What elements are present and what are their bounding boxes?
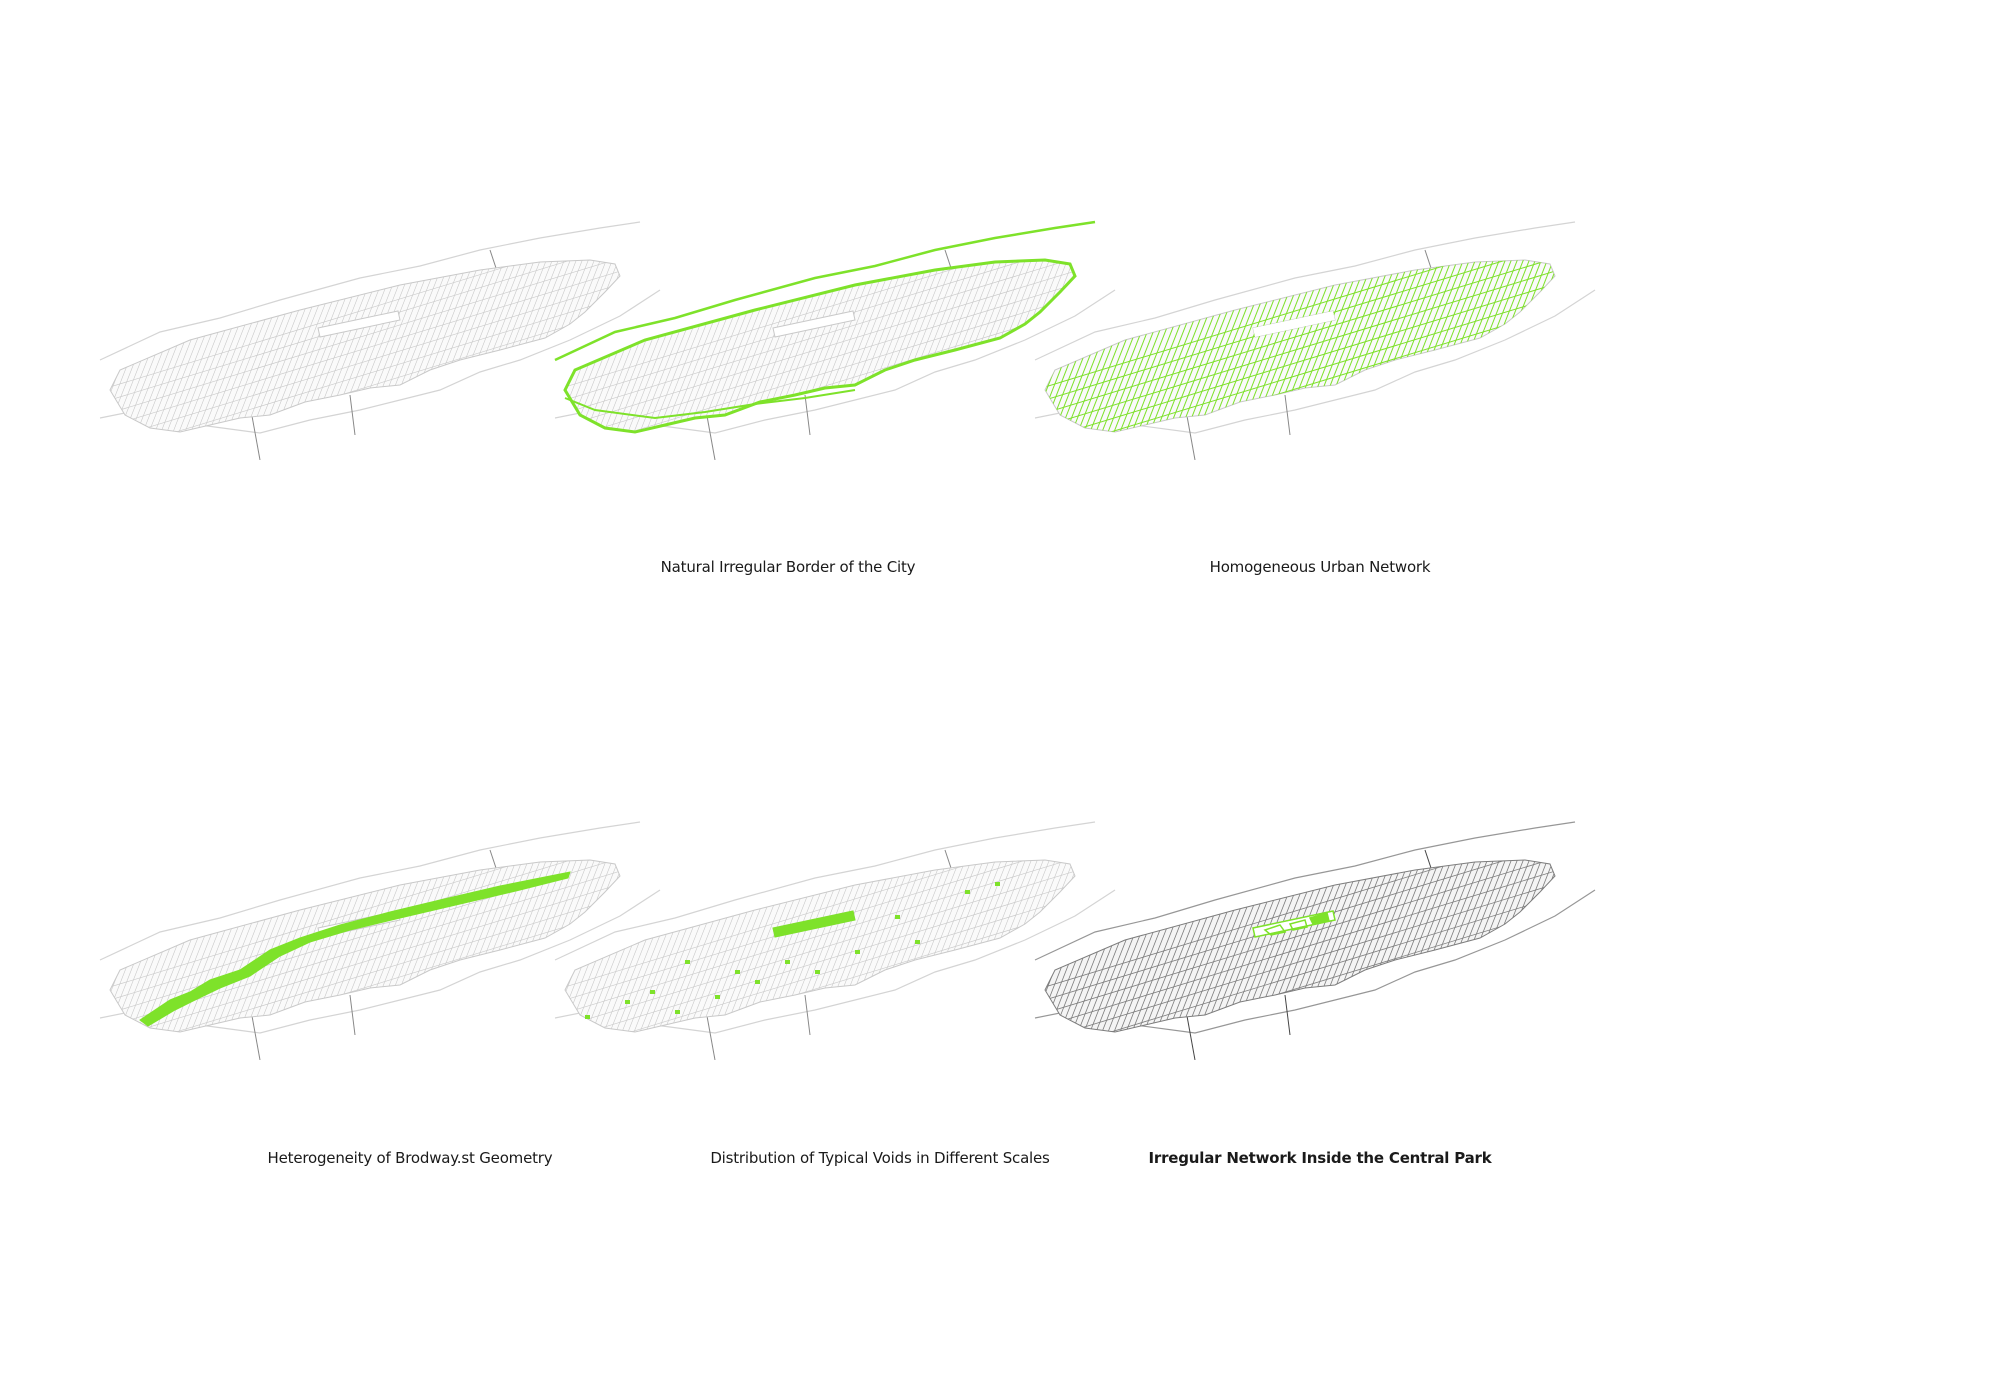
bridge-line xyxy=(804,994,811,1036)
island-outline xyxy=(1044,259,1556,433)
void-highlight xyxy=(715,995,720,999)
void-highlight-park xyxy=(772,910,856,938)
central-park-area xyxy=(317,310,401,338)
park-network-highlight xyxy=(1252,910,1336,938)
broadway-highlight xyxy=(139,871,571,1027)
shoreline-north xyxy=(99,821,641,961)
void-highlight xyxy=(685,960,690,964)
manhattan-map-typical-voids xyxy=(554,821,1116,1060)
shoreline-north xyxy=(1034,221,1576,361)
void-highlight xyxy=(815,970,820,974)
island-outline xyxy=(1044,859,1556,1033)
caption-typical-voids: Distribution of Typical Voids in Differe… xyxy=(710,1149,1050,1167)
map-drawing xyxy=(1034,821,1596,1060)
bridge-line xyxy=(349,394,356,436)
border-highlight xyxy=(564,389,856,420)
caption-irregular-border: Natural Irregular Border of the City xyxy=(660,558,916,576)
map-panel-typical-voids xyxy=(515,760,1155,1060)
bridge-line xyxy=(1284,394,1291,436)
void-highlight xyxy=(735,970,740,974)
manhattan-map-central-park-network xyxy=(1034,821,1596,1060)
shoreline-north xyxy=(1034,821,1576,961)
map-drawing xyxy=(1034,221,1596,460)
bridge-line xyxy=(804,394,811,436)
void-highlight xyxy=(585,1015,590,1019)
shoreline-north xyxy=(99,221,641,361)
map-panel-irregular-border xyxy=(515,160,1155,460)
void-highlight xyxy=(965,890,970,894)
caption-urban-network: Homogeneous Urban Network xyxy=(1209,558,1431,576)
void-highlight xyxy=(650,990,655,994)
border-highlight xyxy=(554,220,1096,362)
central-park-area xyxy=(772,310,856,338)
manhattan-map-broadway-geometry xyxy=(99,821,661,1060)
bridge-line xyxy=(349,994,356,1036)
void-highlight xyxy=(895,915,900,919)
map-panel-urban-network xyxy=(995,160,1635,460)
void-highlight xyxy=(855,950,860,954)
bridge-line xyxy=(1284,994,1291,1036)
void-highlight xyxy=(625,1000,630,1004)
caption-broadway-geometry: Heterogeneity of Brodway.st Geometry xyxy=(267,1149,553,1167)
caption-central-park-network: Irregular Network Inside the Central Par… xyxy=(1148,1149,1492,1167)
void-highlight xyxy=(755,980,760,984)
manhattan-map-urban-network xyxy=(1034,221,1596,460)
void-highlight xyxy=(675,1010,680,1014)
void-highlight xyxy=(785,960,790,964)
map-panel-broadway-geometry xyxy=(60,760,700,1060)
void-highlight xyxy=(915,940,920,944)
void-highlight xyxy=(995,882,1000,886)
border-highlight xyxy=(563,258,1077,434)
map-panel-central-park-network xyxy=(995,760,1635,1060)
manhattan-map-irregular-border xyxy=(554,220,1116,460)
shoreline-north xyxy=(554,821,1096,961)
